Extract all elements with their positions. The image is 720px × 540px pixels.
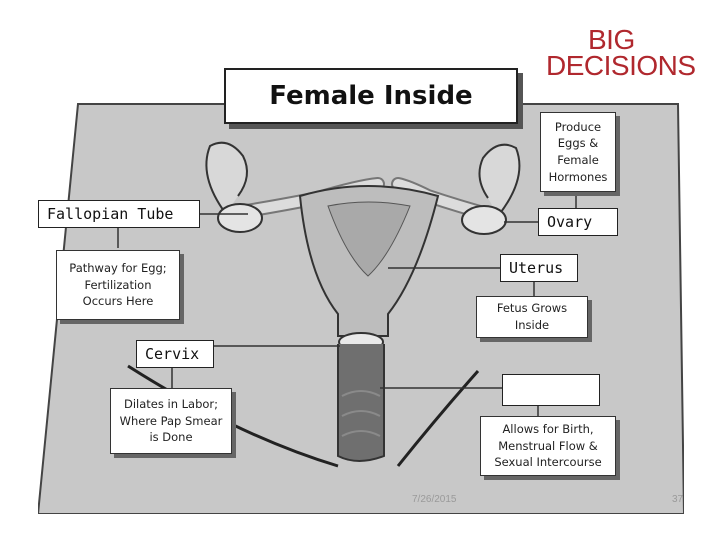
footer-date: 7/26/2015 [412,494,457,505]
big-decisions-logo: BIG DECISIONS [546,24,706,84]
desc-ovary: Produce Eggs & Female Hormones [540,112,616,192]
label-uterus: Uterus [500,254,578,282]
right-thigh-line [396,370,480,467]
left-ovary [217,203,263,233]
right-ovary [461,205,507,235]
right-fimbriae [478,143,521,217]
vaginal-canal [337,344,385,462]
left-thigh-line [127,364,339,468]
label-vagina-blank [502,374,600,406]
page-number: 37 [672,494,684,505]
label-fallopian-tube: Fallopian Tube [38,200,200,228]
logo-line1: BIG [588,24,635,55]
logo-line2: DECISIONS [546,50,696,81]
desc-vagina: Allows for Birth, Menstrual Flow & Sexua… [480,416,616,476]
page-title: Female Inside [269,81,473,111]
label-cervix: Cervix [136,340,214,368]
uterus-cavity [327,201,411,277]
left-fimbriae [205,141,248,215]
desc-fallopian: Pathway for Egg; Fertilization Occurs He… [56,250,180,320]
title-box: Female Inside [224,68,518,124]
desc-cervix: Dilates in Labor; Where Pap Smear is Don… [110,388,232,454]
desc-uterus: Fetus Grows Inside [476,296,588,338]
label-ovary: Ovary [538,208,618,236]
